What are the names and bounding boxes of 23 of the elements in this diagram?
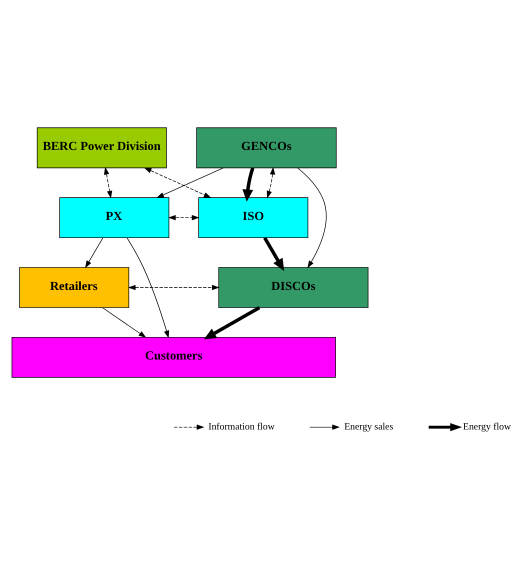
arrow: [126, 237, 169, 338]
node-box: BERC Power Division: [36, 126, 166, 168]
arrow: [102, 306, 146, 338]
node-box: Customers: [11, 336, 336, 378]
arrow: [296, 167, 326, 268]
arrow: [242, 166, 254, 202]
arrow: [156, 167, 224, 198]
node-box: DISCOs: [218, 266, 368, 308]
node-box: GENCOs: [196, 126, 336, 168]
arrow: [143, 167, 211, 198]
legend-label: Information flow: [208, 421, 274, 432]
arrow: [84, 236, 103, 268]
arrow: [262, 236, 284, 271]
arrow: [103, 166, 112, 198]
legend-label: Energy sales: [344, 421, 393, 432]
arrow: [266, 166, 275, 198]
arrow: [127, 284, 220, 290]
arrow: [203, 306, 260, 339]
legend-label: Energy flow: [462, 421, 510, 432]
node-box: Retailers: [18, 266, 129, 308]
arrow: [168, 214, 199, 220]
node-box: ISO: [198, 196, 308, 238]
node-box: PX: [58, 196, 169, 238]
